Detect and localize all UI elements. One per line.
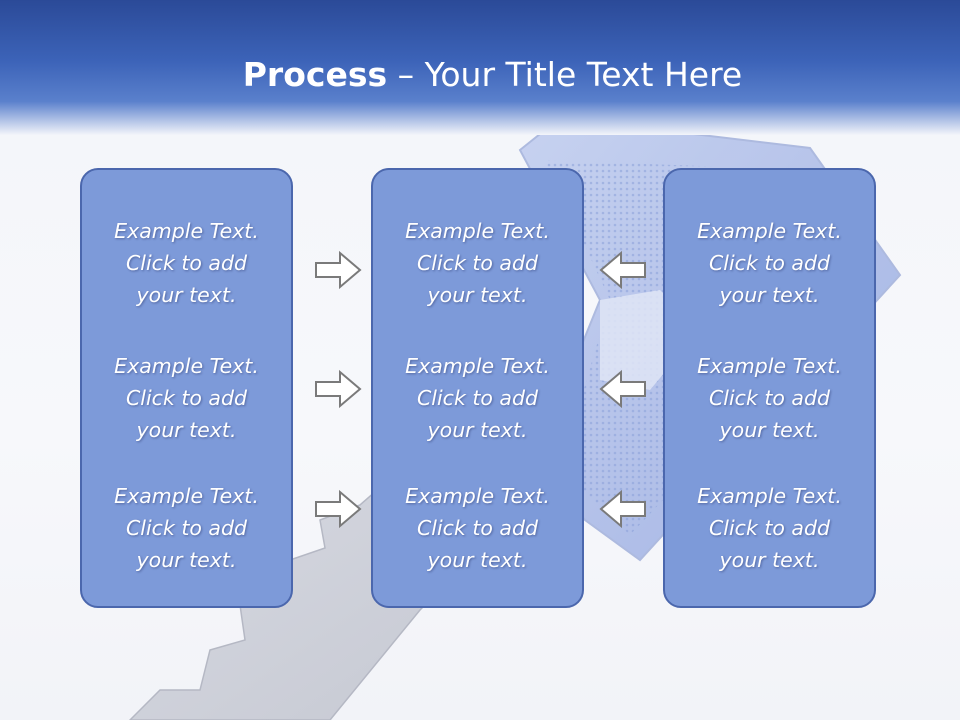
text-block[interactable]: Example Text. Click to add your text.	[82, 480, 291, 576]
title-bar	[0, 0, 960, 135]
text-line: Example Text.	[405, 219, 550, 243]
text-line: Example Text.	[405, 484, 550, 508]
text-line: your text.	[136, 283, 237, 307]
arrow-right-icon[interactable]	[314, 369, 362, 409]
title-bold: Process	[242, 55, 388, 94]
text-line: Click to add	[708, 386, 831, 410]
text-line: Click to add	[708, 251, 831, 275]
text-block[interactable]: Example Text. Click to add your text.	[373, 350, 582, 446]
text-line: Example Text.	[114, 354, 259, 378]
text-line: Click to add	[708, 516, 831, 540]
arrow-right-icon[interactable]	[314, 489, 362, 529]
text-line: your text.	[427, 283, 528, 307]
text-line: Example Text.	[405, 354, 550, 378]
text-line: Example Text.	[697, 354, 842, 378]
arrow-right-icon[interactable]	[314, 250, 362, 290]
page-title[interactable]: Process – Your Title Text Here	[0, 52, 960, 98]
text-line: Example Text.	[114, 219, 259, 243]
text-line: your text.	[136, 418, 237, 442]
process-box-left[interactable]: Example Text. Click to add your text. Ex…	[80, 168, 293, 608]
text-line: your text.	[719, 548, 820, 572]
text-line: Example Text.	[697, 219, 842, 243]
text-block[interactable]: Example Text. Click to add your text.	[373, 215, 582, 311]
text-block[interactable]: Example Text. Click to add your text.	[665, 480, 874, 576]
text-line: your text.	[427, 418, 528, 442]
text-block[interactable]: Example Text. Click to add your text.	[665, 350, 874, 446]
text-line: your text.	[719, 283, 820, 307]
text-block[interactable]: Example Text. Click to add your text.	[665, 215, 874, 311]
text-line: Click to add	[125, 386, 248, 410]
title-rest: – Your Title Text Here	[387, 55, 743, 94]
text-block[interactable]: Example Text. Click to add your text.	[82, 350, 291, 446]
text-line: your text.	[719, 418, 820, 442]
text-block[interactable]: Example Text. Click to add your text.	[373, 480, 582, 576]
text-line: your text.	[136, 548, 237, 572]
text-line: Example Text.	[697, 484, 842, 508]
text-line: Click to add	[125, 516, 248, 540]
text-line: Click to add	[125, 251, 248, 275]
arrow-left-icon[interactable]	[599, 250, 647, 290]
text-line: your text.	[427, 548, 528, 572]
text-line: Click to add	[416, 251, 539, 275]
process-box-center[interactable]: Example Text. Click to add your text. Ex…	[371, 168, 584, 608]
arrow-left-icon[interactable]	[599, 369, 647, 409]
text-line: Example Text.	[114, 484, 259, 508]
arrow-left-icon[interactable]	[599, 489, 647, 529]
text-line: Click to add	[416, 386, 539, 410]
process-box-right[interactable]: Example Text. Click to add your text. Ex…	[663, 168, 876, 608]
text-line: Click to add	[416, 516, 539, 540]
text-block[interactable]: Example Text. Click to add your text.	[82, 215, 291, 311]
